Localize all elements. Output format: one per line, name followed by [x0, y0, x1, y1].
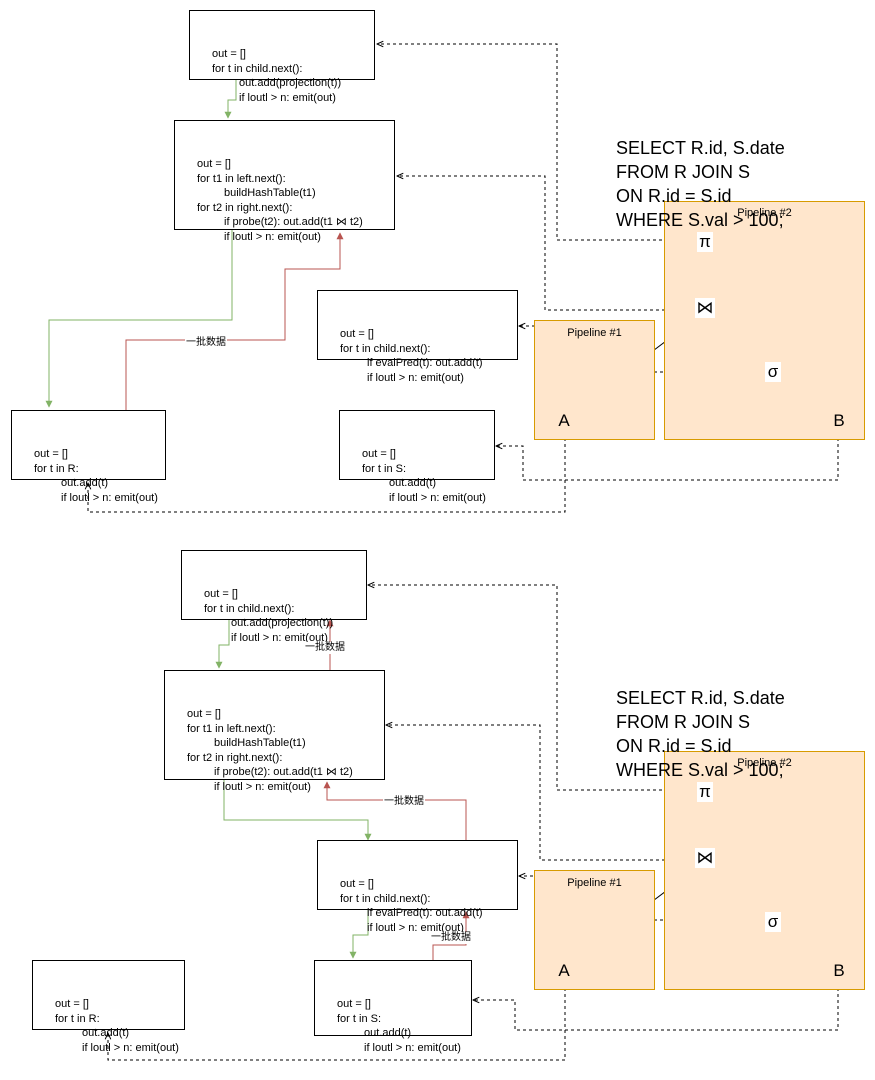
projection-node: π: [697, 232, 713, 252]
dash-pi-to-projection: [377, 44, 698, 241]
dash-a-to-scan-r: [88, 432, 566, 513]
batch-label: 一批数据: [383, 796, 425, 808]
pipeline-1-label: Pipeline #1: [567, 877, 622, 889]
scan-r-operator-box: out = []for t in R:out.add(t)if loutl > …: [32, 960, 185, 1054]
pipeline-2-label: Pipeline #2: [737, 757, 792, 769]
relation-a-node: A: [558, 961, 570, 980]
top-green-edges: [45, 80, 237, 408]
selection-node: σ: [765, 362, 781, 382]
scan-r-operator-box: out = []for t in R:out.add(t)if loutl > …: [11, 410, 166, 504]
filter-operator-box: out = []for t in child.next():if evalPre…: [317, 840, 518, 934]
filter-operator-box: out = []for t in child.next():if evalPre…: [317, 290, 518, 384]
batch-label: 一批数据: [430, 932, 472, 944]
batch-label: 一批数据: [185, 337, 227, 349]
pipeline-1-label: Pipeline #1: [567, 327, 622, 339]
dash-join-to-joinbox: [397, 176, 695, 311]
top-red-edges: [125, 232, 344, 410]
projection-operator-box: out = []for t in child.next():out.add(pr…: [181, 550, 367, 644]
join-operator-box: out = []for t1 in left.next():buildHashT…: [174, 120, 395, 243]
projection-operator-box: out = []for t in child.next():out.add(pr…: [189, 10, 375, 104]
join-node: ⋈: [695, 298, 715, 318]
bottom-green-edges: [215, 620, 372, 959]
relation-b-node: B: [833, 411, 845, 430]
join-operator-box: out = []for t1 in left.next():buildHashT…: [164, 670, 385, 793]
join-node: ⋈: [695, 848, 715, 868]
batch-label: 一批数据: [304, 642, 346, 654]
scan-s-operator-box: out = []for t in S:out.add(t)if loutl > …: [339, 410, 495, 504]
dash-b-to-scan-s: [496, 432, 839, 481]
pipeline-1-region: [534, 320, 655, 440]
scan-s-operator-box: out = []for t in S:out.add(t)if loutl > …: [314, 960, 472, 1054]
selection-node: σ: [765, 912, 781, 932]
projection-node: π: [697, 782, 713, 802]
relation-b-node: B: [833, 961, 845, 980]
pipeline-2-label: Pipeline #2: [737, 207, 792, 219]
relation-a-node: A: [558, 411, 570, 430]
pipeline-1-region: [534, 870, 655, 990]
